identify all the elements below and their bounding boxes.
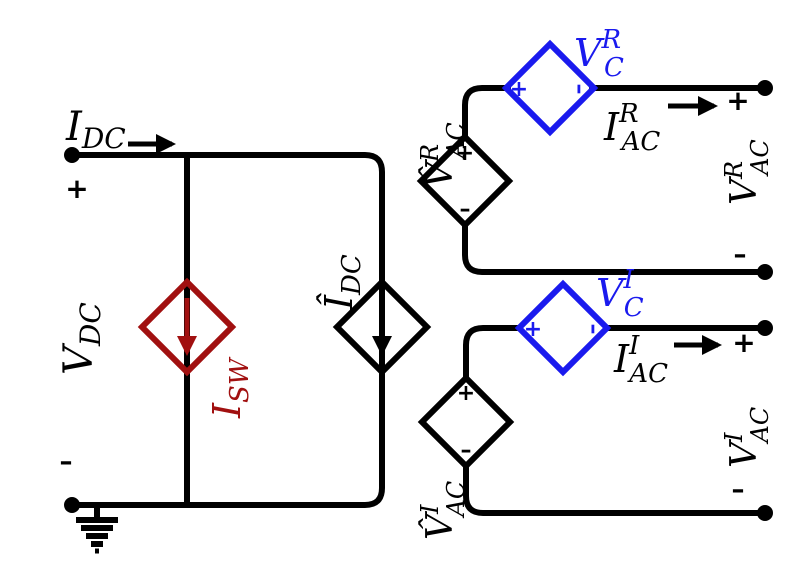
- imag-branch-wiring: [463, 325, 768, 516]
- real-output-voltage-label: VRAC: [720, 139, 774, 205]
- dc-plus-sign: +: [65, 172, 88, 205]
- dc-positive-terminal-dot-icon[interactable]: [64, 147, 80, 163]
- real-ac-source-plus: +: [456, 141, 474, 166]
- imag-output-voltage-label: VIAC: [720, 407, 774, 468]
- imag-cap-source-minus: –: [581, 324, 606, 335]
- dc-hat-current-source[interactable]: [332, 277, 432, 377]
- dc-current-label: IDC: [65, 104, 126, 155]
- real-positive-terminal-dot-icon[interactable]: [757, 80, 773, 96]
- imag-ac-voltage-source[interactable]: + –: [417, 373, 515, 471]
- ground-icon: [76, 505, 118, 554]
- imag-ac-voltage-source-label: V̂IAC: [416, 481, 470, 540]
- real-ac-source-minus: –: [460, 197, 471, 222]
- real-branch-wiring: [462, 85, 768, 275]
- imag-positive-terminal-dot-icon[interactable]: [757, 320, 773, 336]
- imag-cap-source-plus: +: [524, 317, 542, 342]
- dc-voltage-label: VDC: [56, 302, 107, 375]
- switch-source-label: ISW: [205, 356, 255, 419]
- dc-negative-terminal-dot-icon[interactable]: [64, 497, 80, 513]
- imag-output-minus: –: [732, 475, 745, 505]
- imag-negative-terminal-dot-icon[interactable]: [757, 505, 773, 521]
- real-output-plus: +: [726, 84, 749, 117]
- real-output-minus: –: [734, 240, 747, 270]
- imag-capacitor-voltage-source[interactable]: + –: [514, 279, 612, 377]
- real-capacitor-voltage-source[interactable]: + –: [501, 39, 599, 137]
- real-cap-source-plus: +: [510, 77, 528, 102]
- dc-minus-sign: –: [60, 447, 73, 477]
- dc-hat-source-label: ÎDC: [317, 254, 367, 311]
- real-cap-source-minus: –: [567, 84, 592, 95]
- imag-output-plus: +: [732, 326, 755, 359]
- imag-ac-source-minus: –: [461, 438, 472, 463]
- real-ac-voltage-source-label: V̂RAC: [416, 122, 470, 188]
- switch-current-source[interactable]: [137, 277, 237, 377]
- real-ac-voltage-source[interactable]: + –: [416, 132, 514, 230]
- real-negative-terminal-dot-icon[interactable]: [757, 264, 773, 280]
- imag-ac-source-plus: +: [457, 381, 475, 406]
